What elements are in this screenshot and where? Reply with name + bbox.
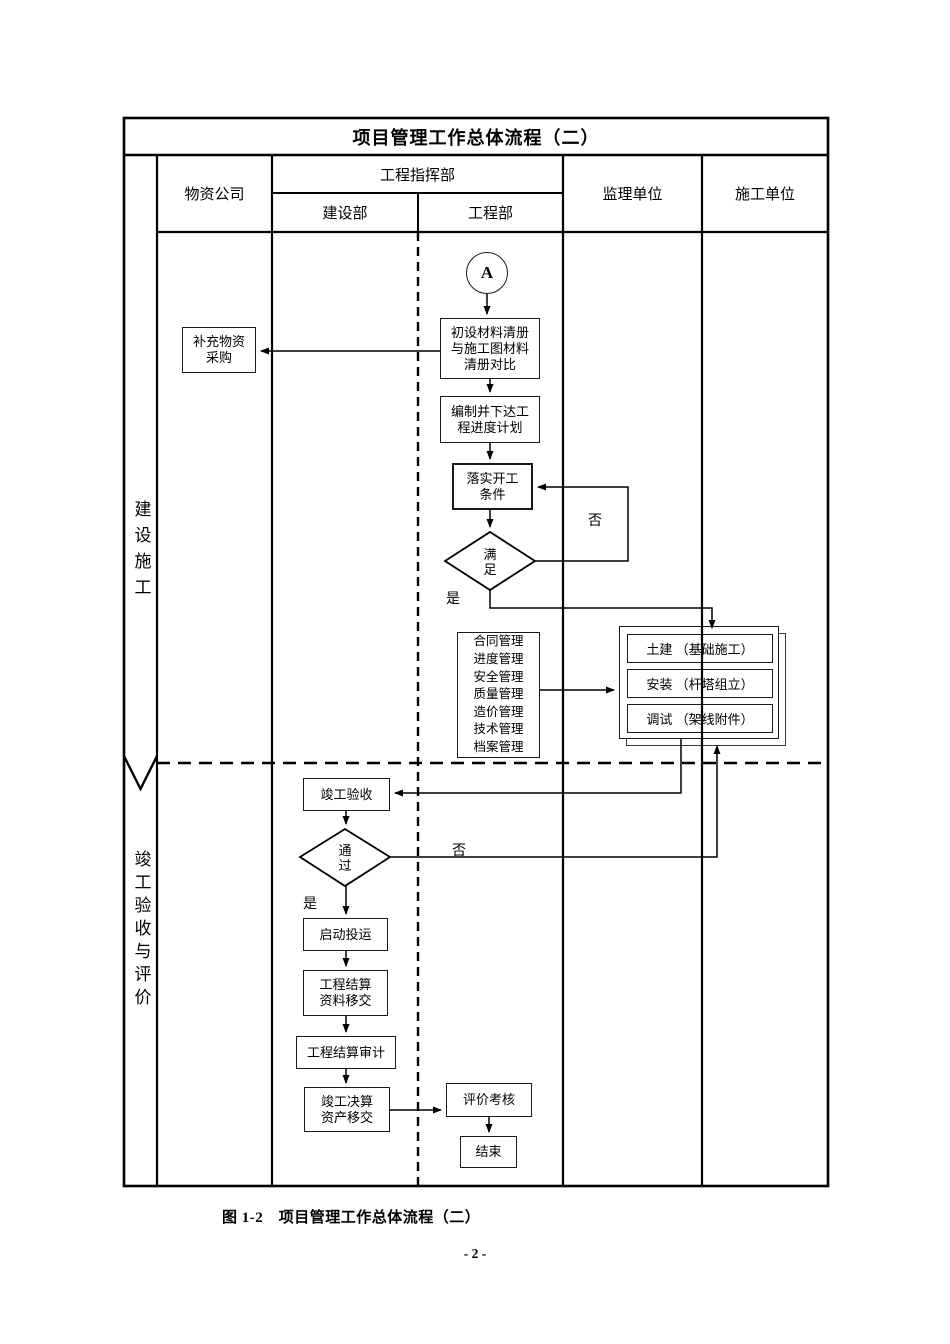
lane-header-command-center: 工程指挥部 — [379, 167, 455, 184]
loop-not-passed — [390, 745, 721, 858]
phase-label-acceptance-evaluation: 竣工验收与评价 — [131, 850, 151, 1011]
process-settlement-audit: 工程结算审计 — [296, 1036, 396, 1069]
page-title: 项目管理工作总体流程（二） — [352, 127, 600, 148]
connector-a-circle: A — [466, 252, 508, 294]
process-material-list-compare: 初设材料清册 与施工图材料 清册对比 — [440, 318, 540, 379]
loop-not-satisfied — [535, 483, 629, 562]
process-schedule-plan: 编制并下达工 程进度计划 — [440, 396, 540, 443]
process-implement-conditions: 落实开工 条件 — [452, 463, 533, 510]
label-yes-upper: 是 — [446, 592, 460, 607]
lane-header-construction-unit: 施工单位 — [734, 187, 795, 203]
process-end: 结束 — [460, 1136, 517, 1168]
lane-header-supply-company: 物资公司 — [184, 187, 245, 203]
lane-header-engineering-dept: 工程部 — [467, 206, 513, 222]
decision-satisfied-label: 满 足 — [483, 547, 497, 577]
phase-continuation-chevron — [122, 755, 159, 792]
process-commissioning: 调试 （架线附件） — [627, 704, 773, 733]
phase-label-construction: 建设施工 — [131, 500, 151, 604]
lane-header-supervision-unit: 监理单位 — [602, 187, 663, 203]
process-final-account-transfer: 竣工决算 资产移交 — [304, 1087, 390, 1132]
label-no-lower: 否 — [452, 844, 466, 859]
process-evaluation: 评价考核 — [446, 1083, 532, 1117]
decision-pass-label: 通 过 — [338, 843, 352, 873]
process-startup-operation: 启动投运 — [303, 918, 388, 951]
process-settlement-handover: 工程结算 资料移交 — [303, 970, 388, 1016]
label-no-upper: 否 — [588, 514, 602, 529]
path-satisfied-to-construction — [489, 590, 716, 629]
process-installation: 安装 （杆塔组立） — [627, 669, 773, 698]
process-civil-works: 土建 （基础施工） — [627, 634, 773, 663]
label-yes-lower: 是 — [303, 897, 317, 912]
process-supplement-procurement: 补充物资 采购 — [182, 327, 256, 373]
process-completion-acceptance: 竣工验收 — [303, 778, 390, 811]
lane-header-construction-dept: 建设部 — [322, 206, 368, 222]
figure-caption: 图 1-2 项目管理工作总体流程（二） — [222, 1210, 481, 1226]
process-management-items: 合同管理 进度管理 安全管理 质量管理 造价管理 技术管理 档案管理 — [457, 632, 540, 758]
page-number: - 2 - — [463, 1246, 487, 1261]
